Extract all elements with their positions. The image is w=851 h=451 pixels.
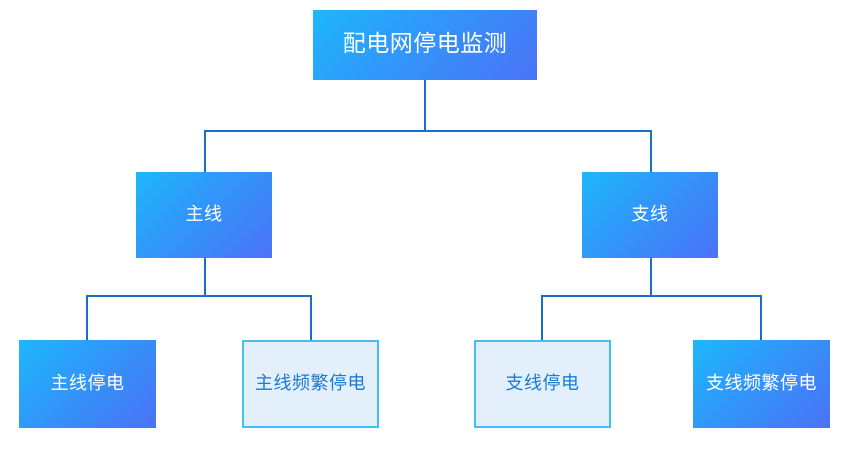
node-root-distribution-network-outage-monitoring[interactable]: 配电网停电监测 (313, 10, 537, 80)
connector-mainline-bus (86, 295, 312, 297)
node-branchline[interactable]: 支线 (582, 172, 718, 258)
connector-to-mainline (204, 130, 206, 172)
connector-to-mainline-outage (86, 295, 88, 341)
connector-to-mainline-frequent-outage (310, 295, 312, 341)
connector-branchline-stem (650, 258, 652, 296)
node-mainline-frequent-outage[interactable]: 主线频繁停电 (242, 340, 379, 428)
connector-root-stem (424, 80, 426, 131)
node-branchline-outage[interactable]: 支线停电 (474, 340, 611, 428)
node-mainline-outage[interactable]: 主线停电 (19, 340, 156, 428)
connector-to-branchline-outage (541, 295, 543, 341)
connector-level2-bus (204, 130, 652, 132)
connector-to-branchline-frequent-outage (760, 295, 762, 341)
node-branchline-frequent-outage[interactable]: 支线频繁停电 (693, 340, 830, 428)
connector-to-branchline (650, 130, 652, 172)
connector-branchline-bus (541, 295, 761, 297)
connector-mainline-stem (204, 258, 206, 296)
node-mainline[interactable]: 主线 (136, 172, 272, 258)
